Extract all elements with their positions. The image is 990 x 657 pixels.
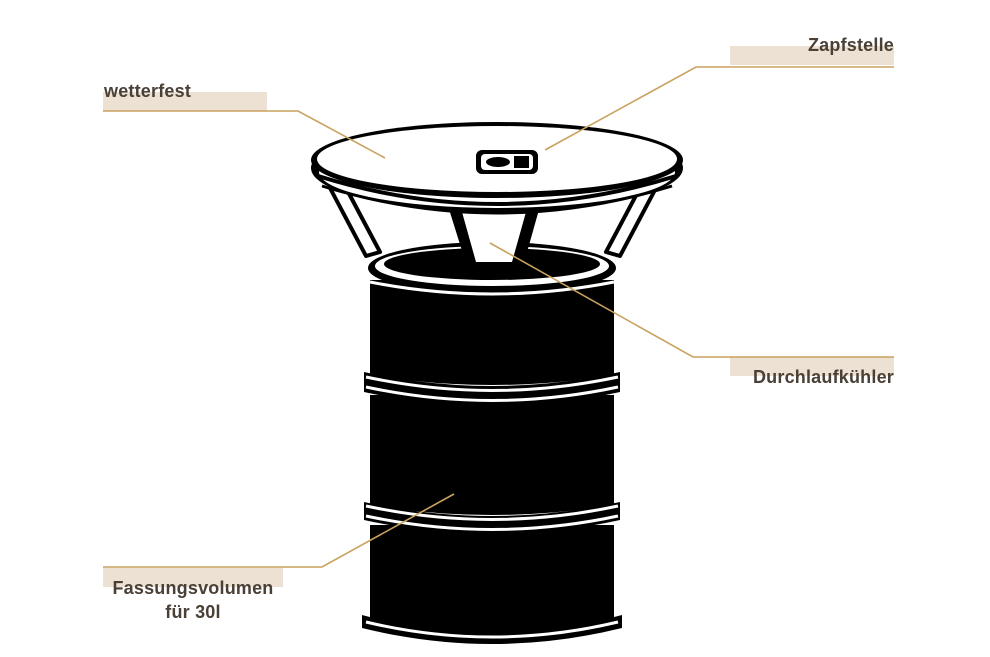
leader-line-capacity <box>103 493 455 568</box>
label-capacity-line2: für 30l <box>165 602 221 622</box>
label-tap: Zapfstelle <box>807 35 894 55</box>
leader-line-tap <box>544 66 894 151</box>
leader-line-weatherproof <box>103 110 386 159</box>
cooler-funnel <box>328 186 658 270</box>
keg-body <box>362 242 622 644</box>
label-capacity: Fassungsvolumen für 30l <box>103 576 283 624</box>
leader-line-cooler <box>489 242 894 358</box>
label-bg-cooler <box>730 357 894 376</box>
label-bg-weatherproof <box>103 92 267 111</box>
tap-icon <box>476 150 538 174</box>
label-weatherproof: wetterfest <box>104 81 192 101</box>
label-bg-tap <box>730 46 894 65</box>
label-bg-capacity <box>103 568 283 587</box>
leader-lines <box>103 66 894 568</box>
label-cooler: Durchlaufkühler <box>752 367 894 387</box>
label-capacity-line1: Fassungsvolumen <box>112 578 274 598</box>
